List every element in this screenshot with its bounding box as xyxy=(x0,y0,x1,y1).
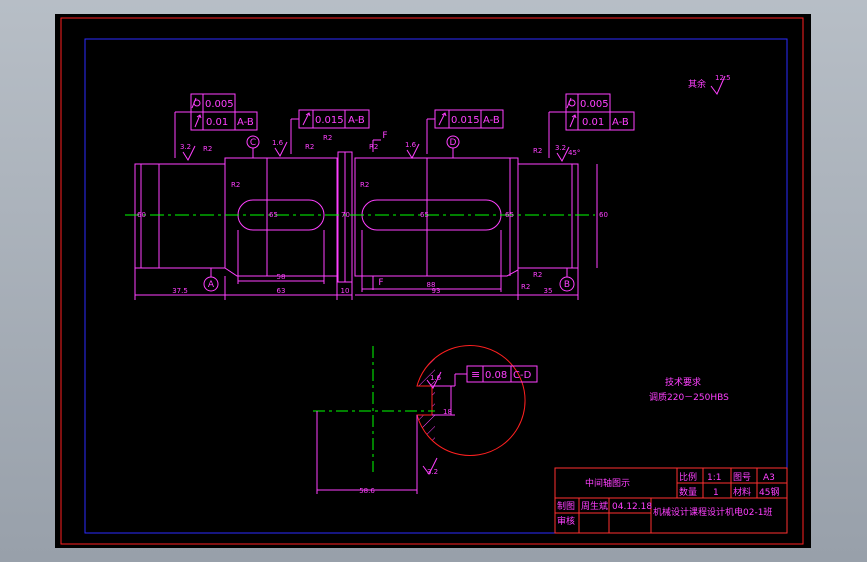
roughness-icon xyxy=(274,141,288,158)
shaft-right-key-segment xyxy=(354,157,519,277)
datum-label-a: A xyxy=(208,280,215,290)
drawn-label: 制图 xyxy=(557,500,575,512)
datum-label-d: D xyxy=(450,138,457,148)
cylindricity-icon xyxy=(191,97,201,109)
radius-r3: R2 xyxy=(305,143,314,151)
roughness-right-mid: 1.6 xyxy=(405,141,417,149)
datum-label-c: C xyxy=(250,138,256,148)
surface-rest-value: 12.5 xyxy=(715,74,731,82)
diameter-left-end: 60 xyxy=(137,211,146,219)
length-d2: 58 xyxy=(277,273,286,281)
roughness-icon xyxy=(426,371,442,389)
section-roughness-top: 1.6 xyxy=(430,374,442,382)
roughness-icon xyxy=(710,75,726,95)
sheet-value: A3 xyxy=(763,473,775,483)
drawn-date: 04.12.18 xyxy=(612,502,652,512)
diameter-right-key: 65 xyxy=(420,211,429,219)
roughness-icon xyxy=(182,145,196,162)
diameter-right-end: 60 xyxy=(599,211,608,219)
diameter-left-key: 65 xyxy=(269,211,278,219)
radius-r5: R2 xyxy=(369,143,378,151)
length-d3: 63 xyxy=(277,287,286,295)
gtol-mid-right-datum: A-B xyxy=(483,115,500,126)
scale-label: 比例 xyxy=(679,471,697,483)
section-mark-f-bottom: F xyxy=(378,278,383,288)
drawn-name: 周生斌 xyxy=(581,500,608,512)
material-label: 材料 xyxy=(733,486,751,498)
chamfer-angle: 45° xyxy=(568,149,580,157)
length-d5: 88 xyxy=(427,281,436,289)
roughness-icon xyxy=(406,143,420,160)
section-mark-f-top: F xyxy=(382,131,387,141)
shaft-right-end xyxy=(517,163,579,269)
gtol-left-datum: A-B xyxy=(237,117,254,128)
diameter-right-mid: 65 xyxy=(505,211,514,219)
section-hatch xyxy=(417,345,435,456)
scale-value: 1:1 xyxy=(707,473,721,483)
surface-rest-label: 其余 xyxy=(688,78,706,90)
gtol-mid-right-value: 0.015 xyxy=(451,115,480,126)
drawing-canvas[interactable]: 0.005 0.01 A-B 0.015 A-B 0.015 A-B 0.005… xyxy=(55,14,811,548)
radius-r2: R2 xyxy=(231,181,240,189)
tech-req-line1: 调质220－250HBS xyxy=(649,391,729,403)
runout-icon xyxy=(194,114,202,128)
outer-frame xyxy=(60,17,804,545)
gtol-mid-left-datum: A-B xyxy=(348,115,365,126)
cylindricity-icon xyxy=(566,97,576,109)
roughness-left-mid: 1.6 xyxy=(272,139,284,147)
radius-r9: R2 xyxy=(521,283,530,291)
material-value: 45钢 xyxy=(759,486,779,498)
runout-icon xyxy=(438,112,447,126)
shaft-left-key-segment xyxy=(224,157,338,277)
length-d6: 93 xyxy=(432,287,441,295)
symmetry-icon: ≡ xyxy=(471,368,480,381)
gtol-right-row1: 0.005 xyxy=(580,99,609,110)
section-key-depth: 18 xyxy=(443,408,452,416)
section-gtol-datum: C-D xyxy=(513,370,532,381)
roughness-right: 3.2 xyxy=(555,144,566,152)
section-gtol-value: 0.08 xyxy=(485,370,507,381)
course-label: 机械设计课程设计机电02-1班 xyxy=(653,506,772,518)
title-block-title: 中间轴图示 xyxy=(585,477,630,489)
length-d4: 10 xyxy=(341,287,350,295)
roughness-left: 3.2 xyxy=(180,143,191,151)
gtol-right-datum: A-B xyxy=(612,117,629,128)
runout-icon xyxy=(302,112,311,126)
shaft-left-end xyxy=(134,163,226,269)
diameter-collar: 70 xyxy=(341,211,350,219)
section-roughness-bottom: 3.2 xyxy=(427,468,438,476)
radius-r8: R2 xyxy=(533,271,542,279)
radius-r4: R2 xyxy=(323,134,332,142)
check-label: 审核 xyxy=(557,515,575,527)
runout-icon xyxy=(569,114,577,128)
shaft-section-view: ≡ 0.08 C-D 1.6 3.2 18 58.6 xyxy=(313,345,538,495)
tech-req-title: 技术要求 xyxy=(665,376,701,388)
sheet-label: 图号 xyxy=(733,472,751,483)
length-d1: 37.5 xyxy=(172,287,188,295)
radius-r1: R2 xyxy=(203,145,212,153)
gtol-right-row2: 0.01 xyxy=(582,117,604,128)
inner-frame xyxy=(84,38,788,534)
gtol-mid-left-value: 0.015 xyxy=(315,115,344,126)
qty-label: 数量 xyxy=(679,486,697,498)
cad-drawing: 0.005 0.01 A-B 0.015 A-B 0.015 A-B 0.005… xyxy=(60,17,804,545)
length-d7: 35 xyxy=(544,287,553,295)
roughness-icon xyxy=(556,146,570,163)
gtol-frames xyxy=(174,93,635,292)
section-outline xyxy=(416,345,526,456)
gtol-left-row2: 0.01 xyxy=(206,117,228,128)
gtol-left-row1: 0.005 xyxy=(205,99,234,110)
datum-label-b: B xyxy=(564,280,570,290)
radius-r6: R2 xyxy=(360,181,369,189)
section-width-dim: 58.6 xyxy=(359,487,375,495)
shaft-main-view xyxy=(134,139,598,300)
title-block xyxy=(554,467,788,534)
qty-value: 1 xyxy=(713,488,719,498)
radius-r7: R2 xyxy=(533,147,542,155)
roughness-icon xyxy=(422,457,438,475)
